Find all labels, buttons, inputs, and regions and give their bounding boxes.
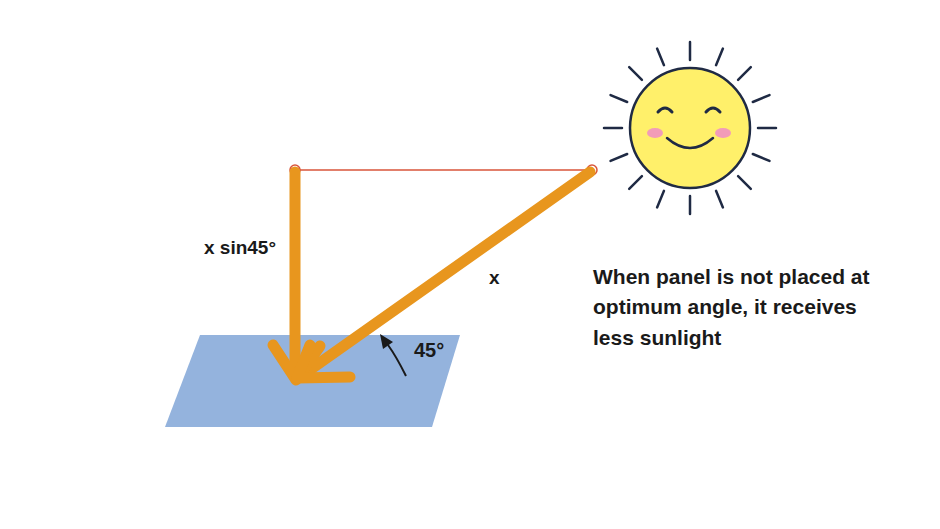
slanted-ray <box>304 172 590 374</box>
angle-arrow <box>380 334 393 349</box>
vertical-ray <box>290 172 301 372</box>
angle-arc <box>388 345 406 376</box>
ray-label: x sin45° <box>204 237 276 260</box>
angle-label: 45° <box>414 338 444 362</box>
arrow-head <box>297 345 350 378</box>
ray-label: x <box>489 267 500 290</box>
solar-panel <box>165 335 460 427</box>
note-text: When panel is not placed at optimum angl… <box>593 262 898 353</box>
sun <box>604 42 776 214</box>
reference-line <box>295 169 592 171</box>
